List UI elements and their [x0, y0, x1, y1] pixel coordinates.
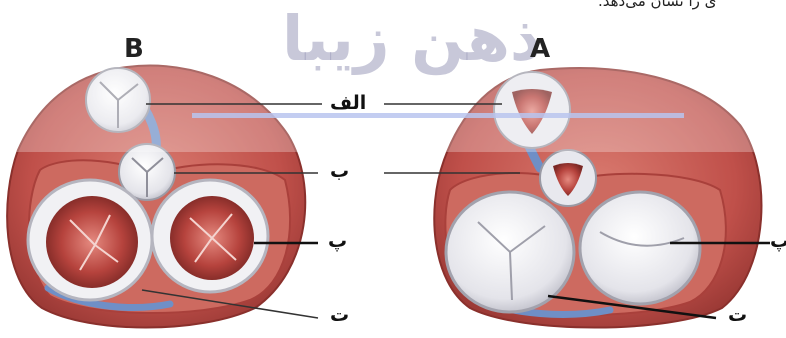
caption-fragment: ی را نشان می‌دهد. — [598, 0, 716, 10]
label-te-right: ت — [728, 306, 747, 325]
panel-a-mitral-valve — [580, 192, 700, 304]
panel-letter-b: B — [124, 36, 144, 62]
label-be: ب — [330, 162, 349, 181]
label-te-left: ت — [330, 306, 349, 325]
label-pe-right: پ — [770, 232, 786, 251]
watermark-text: ذهن زیبا — [282, 2, 542, 75]
watermark-line — [192, 113, 684, 118]
label-alef: الف — [330, 94, 366, 113]
panel-letter-a: A — [530, 36, 550, 62]
label-pe-left: پ — [328, 232, 347, 251]
